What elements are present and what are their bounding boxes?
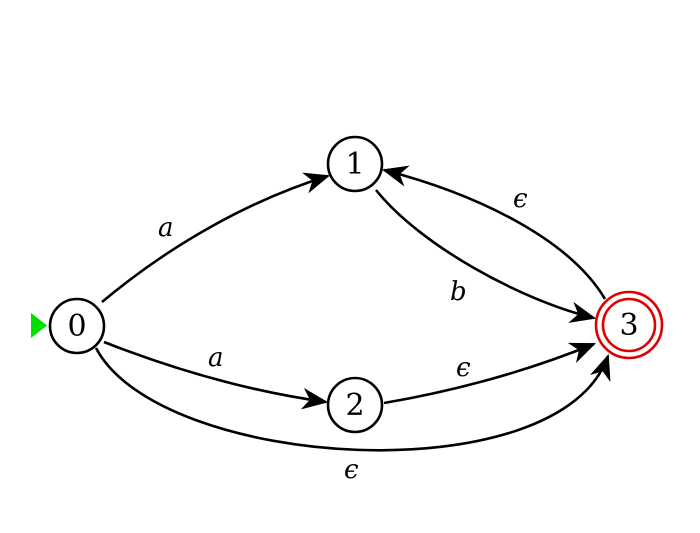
state-3-inner-circle xyxy=(601,297,657,353)
state-3: 3 xyxy=(594,290,664,360)
state-0: 0 xyxy=(48,297,106,355)
label-0-to-3: ϵ xyxy=(344,455,359,485)
state-2-label: 2 xyxy=(345,388,364,423)
label-0-to-2: a xyxy=(208,343,224,373)
state-0-circle xyxy=(48,297,106,355)
edge-1-to-3 xyxy=(374,189,597,323)
state-3-outer-circle xyxy=(594,290,664,360)
label-2-to-3: ϵ xyxy=(456,353,471,383)
label-0-to-1: a xyxy=(158,213,174,243)
edge-0-to-2 xyxy=(103,340,329,410)
initial-state-marker xyxy=(31,313,47,338)
state-1-circle xyxy=(326,135,384,193)
label-1-to-3: b xyxy=(450,277,467,307)
edge-0-to-1 xyxy=(101,172,331,303)
edge-labels: a a ϵ b ϵ ϵ xyxy=(158,184,528,485)
edge-0-to-3 xyxy=(94,347,611,452)
state-0-label: 0 xyxy=(67,309,86,344)
state-1: 1 xyxy=(326,135,384,193)
state-2: 2 xyxy=(326,376,384,434)
label-3-to-1: ϵ xyxy=(513,184,528,214)
edges xyxy=(94,165,611,452)
edge-2-to-3 xyxy=(383,342,597,405)
state-3-label: 3 xyxy=(619,308,638,343)
state-1-label: 1 xyxy=(345,147,364,182)
edge-3-to-1 xyxy=(381,165,607,300)
state-2-circle xyxy=(326,376,384,434)
